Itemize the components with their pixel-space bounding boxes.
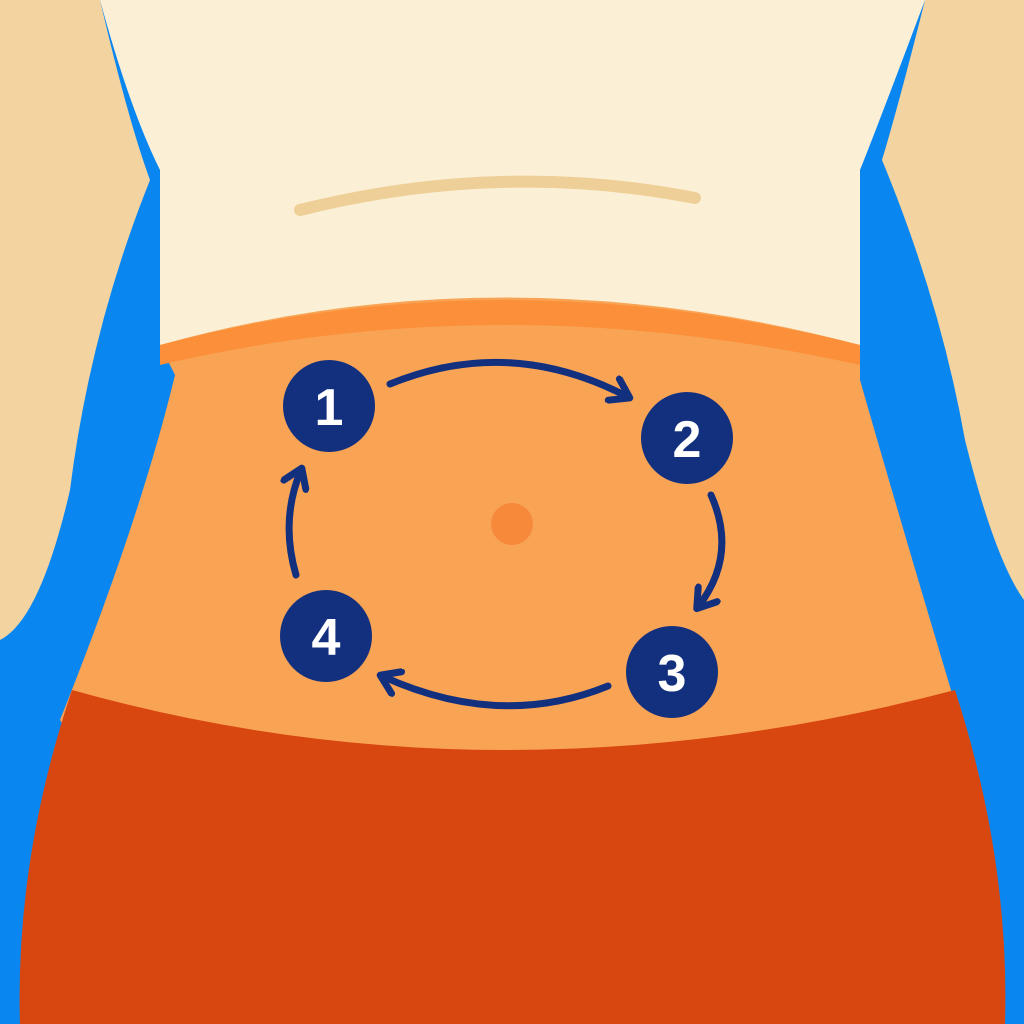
pants — [19, 690, 1006, 1024]
arrow-4-to-1 — [289, 470, 301, 579]
arrow-2-to-3 — [698, 491, 726, 607]
right-arm — [882, 0, 1024, 600]
step-marker-3: 3 — [626, 626, 718, 718]
arrow-1-to-2 — [386, 358, 628, 397]
step-marker-1: 1 — [283, 360, 375, 452]
shirt-hem — [160, 300, 860, 365]
arrow-3-to-4 — [382, 676, 612, 710]
step-1-label: 1 — [315, 379, 344, 437]
step-4-label: 4 — [312, 609, 341, 667]
step-2-label: 2 — [673, 411, 702, 469]
shirt-fold — [294, 175, 701, 216]
step-marker-4: 4 — [280, 590, 372, 682]
left-arm — [0, 0, 150, 640]
navel-icon — [491, 503, 533, 545]
step-marker-2: 2 — [641, 392, 733, 484]
step-3-label: 3 — [658, 645, 687, 703]
